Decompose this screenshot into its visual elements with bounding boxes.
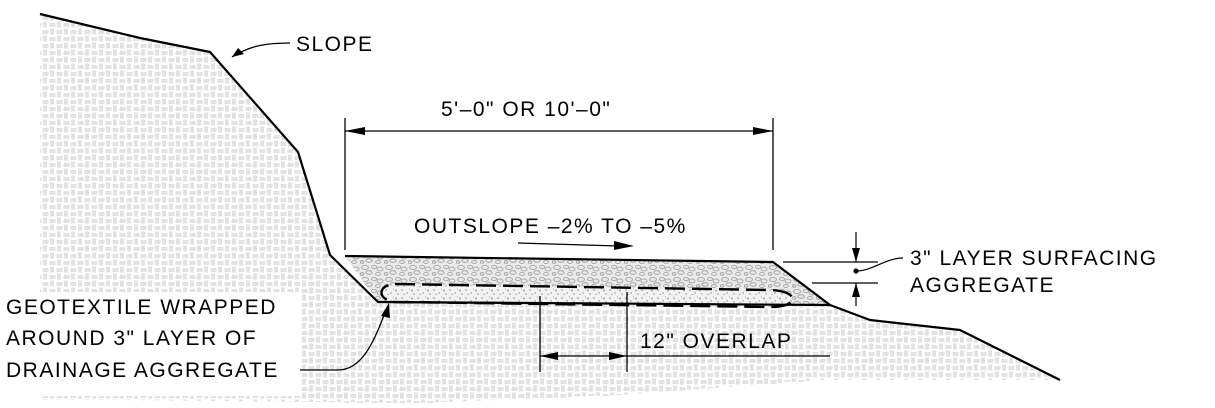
slope-label: SLOPE bbox=[296, 33, 374, 56]
geotextile-wrap bbox=[380, 282, 794, 309]
surfacing-label-line2: AGGREGATE bbox=[910, 274, 1055, 297]
overlap-arrow-left bbox=[540, 352, 558, 360]
geotextile-leader-arrowhead bbox=[381, 303, 390, 318]
width-arrow-right bbox=[753, 127, 773, 135]
outslope-label: OUTSLOPE –2% TO –5% bbox=[414, 215, 687, 238]
outslope-arrowhead bbox=[614, 241, 634, 250]
slope-profile-line bbox=[39, 12, 1061, 381]
geotextile-leader bbox=[300, 309, 387, 371]
overlap-label: 12" OVERLAP bbox=[640, 330, 792, 353]
surfacing-label-line1: 3" LAYER SURFACING bbox=[910, 247, 1158, 270]
label-mask-geotextile bbox=[0, 292, 302, 396]
surfacing-top-line bbox=[344, 254, 831, 306]
surfacing-arrow-down bbox=[852, 248, 860, 262]
width-arrow-left bbox=[345, 127, 365, 135]
geotextile-label-line3: DRAINAGE AGGREGATE bbox=[6, 359, 279, 382]
overlap-arrow-right bbox=[609, 352, 627, 360]
surfacing-leader bbox=[855, 257, 904, 272]
width-dimension-label: 5'–0" OR 10'–0" bbox=[441, 98, 611, 121]
slope-leader-arrowhead bbox=[232, 48, 244, 57]
surfacing-arrow-up bbox=[852, 283, 860, 297]
slope-leader bbox=[231, 42, 291, 58]
geotextile-label-line1: GEOTEXTILE WRAPPED bbox=[6, 296, 277, 319]
drainage-aggregate-layer bbox=[381, 284, 793, 307]
geotextile-label-line2: AROUND 3" LAYER OF bbox=[6, 327, 257, 350]
outslope-arrow-shaft bbox=[517, 242, 619, 247]
